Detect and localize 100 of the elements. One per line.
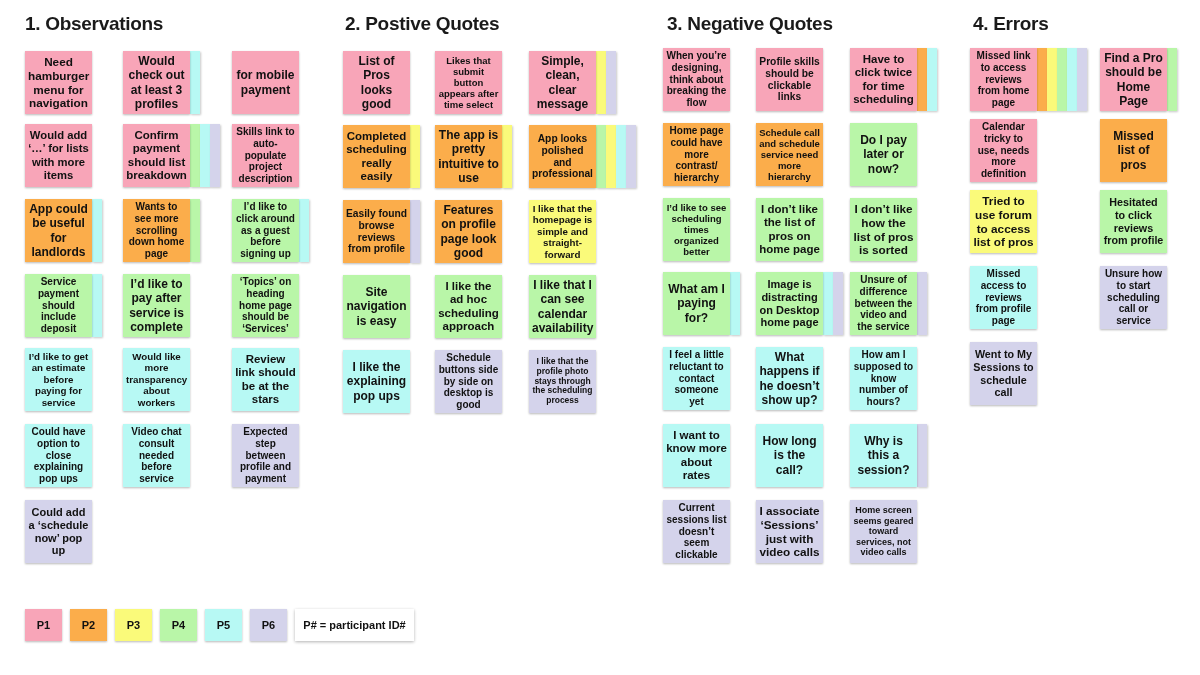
sticky-note: Likes that submit button appears after time select (435, 51, 502, 114)
stacked-note (1037, 48, 1047, 111)
sticky-note: Easily found browse reviews from profile (343, 200, 410, 263)
sticky-note: I don’t like the list of pros on home page (756, 198, 823, 261)
legend-key: P1 (25, 609, 62, 641)
sticky-note: List of Pros looks good (343, 51, 410, 114)
stacked-note (616, 125, 626, 188)
stacked-note (606, 125, 616, 188)
sticky-note: Review link should be at the stars (232, 348, 299, 411)
stacked-note (502, 125, 512, 188)
legend-note: P# = participant ID# (295, 609, 414, 641)
sticky-note: I want to know more about rates (663, 424, 730, 487)
sticky-note: Missed list of pros (1100, 119, 1167, 182)
section-heading: 4. Errors (973, 13, 1049, 35)
sticky-note: What am I paying for? (663, 272, 730, 335)
sticky-note: How long is the call? (756, 424, 823, 487)
sticky-note: How am I supposed to know number of hours? (850, 347, 917, 410)
sticky-note: Find a Pro should be Home Page (1100, 48, 1167, 111)
sticky-note: ‘Topics’ on heading home page should be ‘Services’ (232, 274, 299, 337)
sticky-note: Have to click twice for time scheduling (850, 48, 917, 111)
sticky-note: The app is pretty intuitive to use (435, 125, 502, 188)
sticky-note: Site navigation is easy (343, 275, 410, 338)
sticky-note: Home screen seems geared toward services, not video calls (850, 500, 917, 563)
sticky-note: I don’t like how the list of pros is sorted (850, 198, 917, 261)
stacked-note (823, 272, 833, 335)
sticky-note: Profile skills should be clickable links (756, 48, 823, 111)
sticky-note: Do I pay later or now? (850, 123, 917, 186)
sticky-note: Went to My Sessions to schedule call (970, 342, 1037, 405)
stacked-note (626, 125, 636, 188)
stacked-note (190, 199, 200, 262)
stacked-note (410, 200, 420, 263)
sticky-note: I’d like to click around as a guest before signing up (232, 199, 299, 262)
sticky-note: Tried to use forum to access list of pros (970, 190, 1037, 253)
sticky-note: I’d like to pay after service is complete (123, 274, 190, 337)
sticky-note: Unsure how to start scheduling call or service (1100, 266, 1167, 329)
sticky-note: Skills link to auto-populate project description (232, 124, 299, 187)
stacked-note (190, 51, 200, 114)
stacked-note (927, 48, 937, 111)
stacked-note (200, 124, 210, 187)
stacked-note (410, 125, 420, 188)
section-heading: 3. Negative Quotes (667, 13, 833, 35)
stacked-note (92, 199, 102, 262)
legend-key: P6 (250, 609, 287, 641)
sticky-note: Would add ‘…’ for lists with more items (25, 124, 92, 187)
sticky-note: Calendar tricky to use, needs more definition (970, 119, 1037, 182)
legend-key: P5 (205, 609, 242, 641)
legend-key: P3 (115, 609, 152, 641)
sticky-note: Hesitated to click reviews from profile (1100, 190, 1167, 253)
sticky-note: I like that I can see calendar availability (529, 275, 596, 338)
sticky-note: for mobile payment (232, 51, 299, 114)
stacked-note (299, 199, 309, 262)
sticky-note: Need hamburger menu for navigation (25, 51, 92, 114)
stacked-note (596, 125, 606, 188)
stacked-note (1057, 48, 1067, 111)
stacked-note (833, 272, 843, 335)
legend-key: P4 (160, 609, 197, 641)
sticky-note: Video chat consult needed before service (123, 424, 190, 487)
sticky-note: I like the explaining pop ups (343, 350, 410, 413)
sticky-note: Unsure of difference between the video and the service (850, 272, 917, 335)
sticky-note: Would like more transparency about workers (123, 348, 190, 411)
stacked-note (917, 272, 927, 335)
sticky-note: Current sessions list doesn’t seem clickable (663, 500, 730, 563)
stacked-note (917, 424, 927, 487)
legend-key: P2 (70, 609, 107, 641)
stacked-note (92, 274, 102, 337)
stacked-note (1077, 48, 1087, 111)
sticky-note: I’d like to get an estimate before paying for service (25, 348, 92, 411)
section-heading: 1. Observations (25, 13, 164, 35)
sticky-note: Completed scheduling really easily (343, 125, 410, 188)
sticky-note: What happens if he doesn’t show up? (756, 347, 823, 410)
sticky-note: I like that the homepage is simple and straight-forward (529, 200, 596, 263)
sticky-note: Service payment should include deposit (25, 274, 92, 337)
sticky-note: I like that the profile photo stays through the scheduling process (529, 350, 596, 413)
sticky-note: Why is this a session? (850, 424, 917, 487)
stacked-note (210, 124, 220, 187)
sticky-note: Features on profile page look good (435, 200, 502, 263)
sticky-note: I’d like to see scheduling times organized better (663, 198, 730, 261)
stacked-note (606, 51, 616, 114)
stacked-note (596, 51, 606, 114)
stacked-note (917, 48, 927, 111)
stacked-note (730, 272, 740, 335)
sticky-note: I feel a little reluctant to contact someone yet (663, 347, 730, 410)
sticky-note: Could have option to close explaining pop ups (25, 424, 92, 487)
stacked-note (190, 124, 200, 187)
sticky-note: When you’re designing, think about breaking the flow (663, 48, 730, 111)
sticky-note: Confirm payment should list breakdown (123, 124, 190, 187)
stacked-note (1167, 48, 1177, 111)
sticky-note: Missed link to access reviews from home page (970, 48, 1037, 111)
stacked-note (1047, 48, 1057, 111)
sticky-note: App looks polished and professional (529, 125, 596, 188)
sticky-note: I associate ‘Sessions’ just with video calls (756, 500, 823, 563)
sticky-note: Could add a ‘schedule now’ pop up (25, 500, 92, 563)
sticky-note: I like the ad hoc scheduling approach (435, 275, 502, 338)
sticky-note: Schedule buttons side by side on desktop is good (435, 350, 502, 413)
sticky-note: Simple, clean, clear message (529, 51, 596, 114)
sticky-note: Missed access to reviews from profile page (970, 266, 1037, 329)
section-heading: 2. Postive Quotes (345, 13, 500, 35)
sticky-note: Home page could have more contrast/hierarchy (663, 123, 730, 186)
sticky-note: Image is distracting on Desktop home page (756, 272, 823, 335)
sticky-note: Schedule call and schedule service need more hierarchy (756, 123, 823, 186)
